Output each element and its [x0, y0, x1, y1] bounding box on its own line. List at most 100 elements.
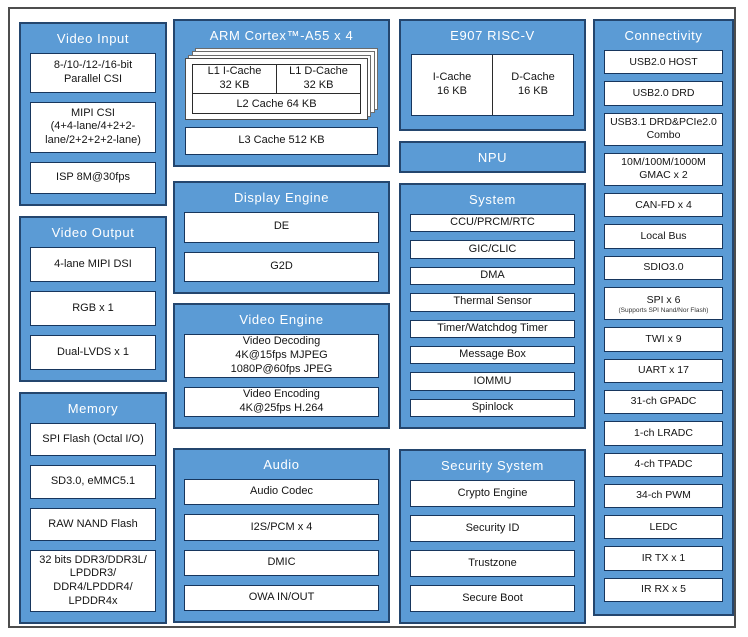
- block-l3-cache: L3 Cache 512 KB: [185, 127, 378, 155]
- block-crypto-engine: Crypto Engine: [410, 480, 575, 507]
- block-label: Trustzone: [468, 556, 517, 569]
- panel-body: SPI Flash (Octal I/O) SD3.0, eMMC5.1 RAW…: [21, 419, 165, 622]
- block-label: TWI x 9: [645, 332, 682, 345]
- block-label: RAW NAND Flash: [48, 517, 138, 530]
- block-gpadc: 31-ch GPADC: [604, 389, 723, 415]
- block-label: Spinlock: [471, 400, 514, 413]
- panel-audio: Audio Audio Codec I2S/PCM x 4 DMIC OWA I…: [173, 448, 390, 623]
- block-owa: OWA IN/OUT: [184, 584, 379, 611]
- block-rgb: RGB x 1: [30, 291, 156, 326]
- panel-body: I-Cache 16 KB D-Cache 16 KB: [401, 46, 584, 129]
- cpu-core-card: L1 I-Cache 32 KB L1 D-Cache 32 KB L2 Cac…: [185, 58, 368, 120]
- panel-body: DE G2D: [175, 208, 388, 292]
- block-label: Audio Codec: [250, 485, 313, 498]
- panel-body: 4-lane MIPI DSI RGB x 1 Dual-LVDS x 1: [21, 243, 165, 380]
- block-ir-rx: IR RX x 5: [604, 577, 723, 603]
- panel-system: System CCU/PRCM/RTC GIC/CLIC DMA Thermal…: [399, 183, 586, 429]
- block-pwm: 34-ch PWM: [604, 483, 723, 509]
- block-label: Local Bus: [640, 230, 687, 242]
- panel-title-security: Security System: [441, 458, 544, 473]
- block-l2-cache: L2 Cache 64 KB: [193, 93, 360, 113]
- block-label: GIC/CLIC: [468, 242, 517, 255]
- block-label: DMIC: [267, 555, 296, 568]
- block-label: L3 Cache 512 KB: [238, 134, 325, 147]
- block-sd-emmc: SD3.0, eMMC5.1: [30, 465, 156, 499]
- block-security-id: Security ID: [410, 515, 575, 542]
- block-uart: UART x 17: [604, 358, 723, 383]
- block-label: UART x 17: [638, 364, 689, 377]
- block-timer-watchdog: Timer/Watchdog Timer: [410, 319, 575, 338]
- block-label: IOMMU: [473, 374, 512, 387]
- panel-body: Audio Codec I2S/PCM x 4 DMIC OWA IN/OUT: [175, 475, 388, 621]
- block-l1-icache: L1 I-Cache 32 KB: [193, 65, 277, 94]
- block-label: 32 bits DDR3/DDR3L/ LPDDR3/ DDR4/LPDDR4/…: [39, 553, 147, 607]
- block-ledc: LEDC: [604, 515, 723, 540]
- block-label: DMA: [480, 269, 505, 282]
- block-label: Video Decoding 4K@15fps MJPEG 1080P@60fp…: [230, 335, 333, 375]
- block-mipi-dsi: 4-lane MIPI DSI: [30, 247, 156, 282]
- block-label: 10M/100M/1000M GMAC x 2: [621, 156, 706, 182]
- block-local-bus: Local Bus: [604, 224, 723, 249]
- block-ir-tx: IR TX x 1: [604, 546, 723, 571]
- block-label: 34-ch PWM: [636, 489, 691, 502]
- block-label: SPI x 6: [646, 293, 681, 306]
- block-label: Video Encoding 4K@25fps H.264: [239, 388, 324, 414]
- panel-body: USB2.0 HOST USB2.0 DRD USB3.1 DRD&PCIe2.…: [595, 46, 732, 614]
- block-isp: ISP 8M@30fps: [30, 162, 156, 194]
- block-label: 31-ch GPADC: [630, 395, 697, 408]
- block-usb31-pcie-combo: USB3.1 DRD&PCIe2.0 Combo: [604, 112, 723, 146]
- block-l1-dcache: L1 D-Cache 32 KB: [289, 65, 348, 92]
- cache-table: I-Cache 16 KB D-Cache 16 KB: [411, 54, 574, 116]
- block-label: G2D: [270, 259, 293, 272]
- block-label: SDIO3.0: [643, 261, 684, 274]
- block-video-encoding: Video Encoding 4K@25fps H.264: [184, 387, 379, 417]
- block-label: USB2.0 DRD: [632, 86, 695, 99]
- block-label: MIPI CSI (4+4-lane/4+2+2- lane/2+2+2+2-l…: [45, 106, 141, 147]
- panel-security-system: Security System Crypto Engine Security I…: [399, 449, 586, 624]
- block-label: SD3.0, eMMC5.1: [50, 475, 136, 488]
- block-message-box: Message Box: [410, 345, 575, 365]
- block-label: RGB x 1: [72, 301, 114, 314]
- block-thermal-sensor: Thermal Sensor: [410, 293, 575, 312]
- block-label: SPI Flash (Octal I/O): [42, 432, 144, 445]
- panel-video-output: Video Output 4-lane MIPI DSI RGB x 1 Dua…: [19, 216, 167, 382]
- block-gmac: 10M/100M/1000M GMAC x 2: [604, 152, 723, 187]
- column-mid-right: E907 RISC-V I-Cache 16 KB D-Cache 16 KB …: [399, 19, 586, 624]
- panel-title-video-output: Video Output: [51, 225, 135, 240]
- block-tpadc: 4-ch TPADC: [604, 452, 723, 477]
- panel-body: Video Decoding 4K@15fps MJPEG 1080P@60fp…: [175, 330, 388, 427]
- panel-title-connectivity: Connectivity: [624, 28, 703, 43]
- block-spi: SPI x 6 (Supports SPI Nand/Nor Flash): [604, 287, 723, 321]
- block-label: CAN-FD x 4: [635, 198, 692, 211]
- block-label: Message Box: [459, 348, 526, 361]
- block-dma: DMA: [410, 266, 575, 286]
- block-label: 1-ch LRADC: [634, 426, 693, 439]
- panel-title-npu: NPU: [477, 149, 508, 165]
- panel-title-arm: ARM Cortex™-A55 x 4: [209, 28, 354, 43]
- block-label: Secure Boot: [462, 591, 523, 604]
- block-dmic: DMIC: [184, 549, 379, 576]
- block-twi: TWI x 9: [604, 327, 723, 352]
- cache-table: L1 I-Cache 32 KB L1 D-Cache 32 KB L2 Cac…: [192, 64, 361, 114]
- panel-body: Crypto Engine Security ID Trustzone Secu…: [401, 476, 584, 622]
- block-usb20-drd: USB2.0 DRD: [604, 81, 723, 106]
- block-dual-lvds: Dual-LVDS x 1: [30, 335, 156, 370]
- panel-title-audio: Audio: [263, 457, 300, 472]
- block-audio-codec: Audio Codec: [184, 479, 379, 506]
- block-gic-clic: GIC/CLIC: [410, 240, 575, 259]
- block-label: USB2.0 HOST: [629, 55, 698, 68]
- l1-cache-row: L1 I-Cache 32 KB L1 D-Cache 32 KB: [193, 65, 360, 94]
- panel-memory: Memory SPI Flash (Octal I/O) SD3.0, eMMC…: [19, 392, 167, 624]
- block-label: Timer/Watchdog Timer: [437, 321, 548, 334]
- block-sublabel: (Supports SPI Nand/Nor Flash): [618, 306, 709, 314]
- block-label: 8-/10-/12-/16-bit Parallel CSI: [53, 59, 133, 85]
- block-lradc: 1-ch LRADC: [604, 421, 723, 446]
- block-dcache: D-Cache 16 KB: [511, 71, 555, 97]
- block-label: CCU/PRCM/RTC: [450, 216, 535, 229]
- block-label: OWA IN/OUT: [248, 591, 315, 603]
- block-mipi-csi: MIPI CSI (4+4-lane/4+2+2- lane/2+2+2+2-l…: [30, 101, 156, 153]
- block-parallel-csi: 8-/10-/12-/16-bit Parallel CSI: [30, 53, 156, 93]
- column-mid-left: ARM Cortex™-A55 x 4 L1 I-Cache 32 KB L1 …: [173, 19, 390, 624]
- block-ddr: 32 bits DDR3/DDR3L/ LPDDR3/ DDR4/LPDDR4/…: [30, 550, 156, 612]
- panel-arm-cortex: ARM Cortex™-A55 x 4 L1 I-Cache 32 KB L1 …: [173, 19, 390, 167]
